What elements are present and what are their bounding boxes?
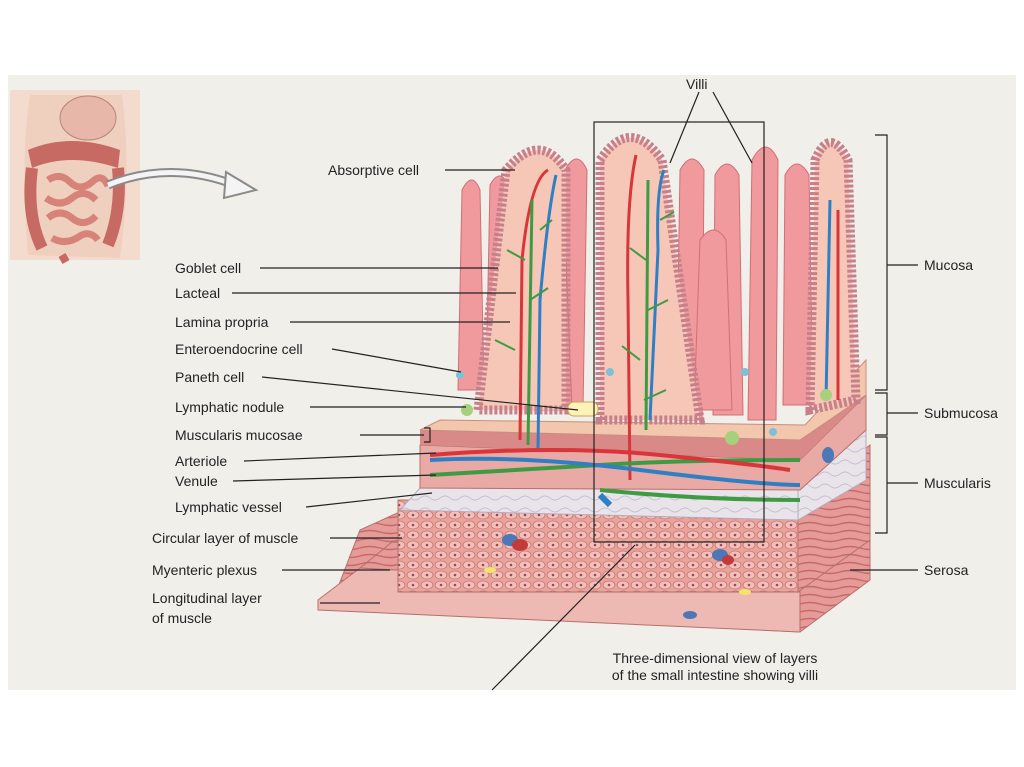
longitudinal-muscle-label: Longitudinal layer of muscle xyxy=(152,590,262,626)
circular-muscle-label: Circular layer of muscle xyxy=(152,530,299,546)
villi-label: Villi xyxy=(686,76,708,92)
muscularis-mucosae-label: Muscularis mucosae xyxy=(175,427,303,443)
absorptive-cell-label: Absorptive cell xyxy=(328,162,420,178)
lymphatic-vessel-label: Lymphatic vessel xyxy=(175,499,282,515)
leader-lines xyxy=(232,91,918,691)
lacteal-label: Lacteal xyxy=(175,285,221,301)
mucosa-base xyxy=(419,358,867,441)
torso-thumbnail xyxy=(10,90,140,264)
myenteric-plexus-label: Myenteric plexus xyxy=(152,562,258,578)
muscle-block xyxy=(317,385,871,633)
lamina-propria-label: Lamina propria xyxy=(175,314,269,330)
figure-caption: Three-dimensional view of layers of the … xyxy=(611,650,819,683)
serosa-label: Serosa xyxy=(924,562,969,578)
paneth-cell-label: Paneth cell xyxy=(175,369,245,385)
submucosa-label: Submucosa xyxy=(924,405,998,421)
venule-label: Venule xyxy=(175,473,218,489)
goblet-cell-label: Goblet cell xyxy=(175,260,242,276)
arteriole-label: Arteriole xyxy=(175,453,228,469)
mucosa-label: Mucosa xyxy=(924,257,974,273)
enteroendocrine-cell-label: Enteroendocrine cell xyxy=(175,341,303,357)
enlargement-box xyxy=(593,121,765,543)
muscularis-label: Muscularis xyxy=(924,475,991,491)
lymphatic-nodule-label: Lymphatic nodule xyxy=(175,399,285,415)
